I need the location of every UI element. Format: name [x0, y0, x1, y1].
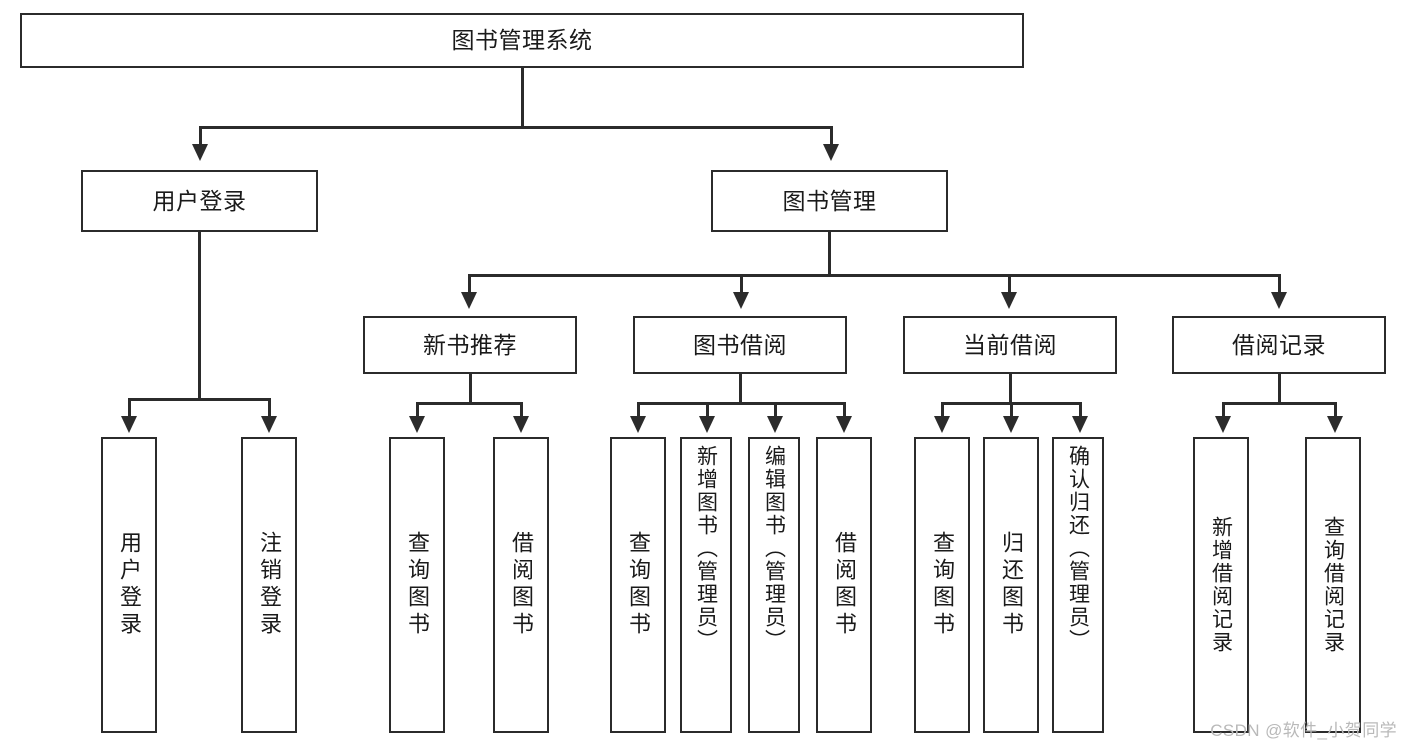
- leaf-user-login[interactable]: 用户登录: [101, 437, 157, 733]
- connector-br-drop-2: [1334, 402, 1337, 418]
- connector-bm-drop-1: [468, 274, 471, 294]
- leaf-edit-book[interactable]: 编辑图书（管理员）: [748, 437, 800, 733]
- connector-br-stem: [1278, 374, 1281, 404]
- node-label: 借阅记录: [1232, 331, 1326, 358]
- arrowhead-to-current-borrow: [1001, 292, 1017, 309]
- node-label: 编辑图书（管理员）: [762, 445, 786, 652]
- connector-bm-drop-4: [1278, 274, 1281, 294]
- arrowhead-to-leaf-edit-book: [767, 416, 783, 433]
- connector-br-drop-1: [1222, 402, 1225, 418]
- node-book-management[interactable]: 图书管理: [711, 170, 948, 232]
- csdn-watermark: CSDN @软件_小贺同学: [1210, 721, 1397, 740]
- leaf-confirm-return[interactable]: 确认归还（管理员）: [1052, 437, 1104, 733]
- arrowhead-to-leaf-query-book-3: [934, 416, 950, 433]
- node-book-borrow[interactable]: 图书借阅: [633, 316, 847, 374]
- connector-bb-drop-2: [706, 402, 709, 418]
- connector-root-right-drop: [830, 126, 833, 146]
- arrowhead-to-leaf-query-record: [1327, 416, 1343, 433]
- connector-root-bus: [199, 126, 832, 129]
- arrowhead-to-leaf-query-book-2: [630, 416, 646, 433]
- connector-nbr-stem: [469, 374, 472, 404]
- connector-book-management-bus: [468, 274, 1280, 277]
- connector-user-login-right-drop: [268, 398, 271, 418]
- leaf-return-book[interactable]: 归还图书: [983, 437, 1039, 733]
- connector-user-login-stem: [198, 232, 201, 400]
- connector-user-login-left-drop: [128, 398, 131, 418]
- node-label: 确认归还（管理员）: [1066, 445, 1090, 652]
- connector-nbr-drop-1: [416, 402, 419, 418]
- node-label: 查询图书: [930, 531, 955, 639]
- connector-bb-drop-3: [774, 402, 777, 418]
- connector-nbr-bus: [416, 402, 522, 405]
- connector-cb-drop-3: [1079, 402, 1082, 418]
- node-label: 查询借阅记录: [1321, 516, 1345, 654]
- arrowhead-to-borrow-record: [1271, 292, 1287, 309]
- node-label: 图书管理: [782, 187, 877, 214]
- leaf-add-record[interactable]: 新增借阅记录: [1193, 437, 1249, 733]
- node-root-system[interactable]: 图书管理系统: [20, 13, 1024, 68]
- node-borrow-record[interactable]: 借阅记录: [1172, 316, 1386, 374]
- node-current-borrow[interactable]: 当前借阅: [903, 316, 1117, 374]
- connector-user-login-bus: [128, 398, 270, 401]
- node-label: 图书借阅: [693, 331, 787, 358]
- connector-nbr-drop-2: [520, 402, 523, 418]
- leaf-borrow-book-2[interactable]: 借阅图书: [816, 437, 872, 733]
- arrowhead-to-leaf-logout: [261, 416, 277, 433]
- arrowhead-to-new-book-recommend: [461, 292, 477, 309]
- leaf-borrow-book-1[interactable]: 借阅图书: [493, 437, 549, 733]
- connector-root-stem: [521, 68, 524, 127]
- node-label: 新增图书（管理员）: [694, 445, 718, 652]
- connector-cb-drop-1: [941, 402, 944, 418]
- connector-br-bus: [1222, 402, 1336, 405]
- connector-cb-stem: [1009, 374, 1012, 404]
- node-label: 注销登录: [257, 531, 282, 639]
- node-label: 归还图书: [999, 531, 1024, 639]
- node-new-book-recommend[interactable]: 新书推荐: [363, 316, 577, 374]
- arrowhead-to-leaf-user-login: [121, 416, 137, 433]
- node-user-login[interactable]: 用户登录: [81, 170, 318, 232]
- node-label: 用户登录: [117, 531, 142, 639]
- arrowhead-to-user-login: [192, 144, 208, 161]
- arrowhead-to-leaf-confirm-return: [1072, 416, 1088, 433]
- node-label: 新书推荐: [423, 331, 517, 358]
- node-label: 借阅图书: [832, 531, 857, 639]
- arrowhead-to-leaf-add-book: [699, 416, 715, 433]
- arrowhead-to-leaf-borrow-book-1: [513, 416, 529, 433]
- connector-cb-drop-2: [1010, 402, 1013, 418]
- arrowhead-to-book-management: [823, 144, 839, 161]
- connector-bm-drop-3: [1008, 274, 1011, 294]
- connector-root-left-drop: [199, 126, 202, 146]
- leaf-add-book[interactable]: 新增图书（管理员）: [680, 437, 732, 733]
- arrowhead-to-leaf-add-record: [1215, 416, 1231, 433]
- leaf-logout[interactable]: 注销登录: [241, 437, 297, 733]
- node-label: 用户登录: [152, 187, 247, 214]
- node-label: 图书管理系统: [451, 27, 593, 54]
- node-label: 当前借阅: [963, 331, 1057, 358]
- node-label: 新增借阅记录: [1209, 516, 1233, 654]
- arrowhead-to-leaf-query-book-1: [409, 416, 425, 433]
- node-label: 查询图书: [405, 531, 430, 639]
- arrowhead-to-book-borrow: [733, 292, 749, 309]
- leaf-query-book-3[interactable]: 查询图书: [914, 437, 970, 733]
- node-label: 查询图书: [626, 531, 651, 639]
- connector-bb-bus: [637, 402, 845, 405]
- connector-bm-drop-2: [740, 274, 743, 294]
- arrowhead-to-leaf-return-book: [1003, 416, 1019, 433]
- leaf-query-book-1[interactable]: 查询图书: [389, 437, 445, 733]
- leaf-query-book-2[interactable]: 查询图书: [610, 437, 666, 733]
- node-label: 借阅图书: [509, 531, 534, 639]
- arrowhead-to-leaf-borrow-book-2: [836, 416, 852, 433]
- connector-bb-drop-4: [843, 402, 846, 418]
- connector-bb-stem: [739, 374, 742, 404]
- connector-book-management-stem: [828, 232, 831, 276]
- connector-bb-drop-1: [637, 402, 640, 418]
- leaf-query-record[interactable]: 查询借阅记录: [1305, 437, 1361, 733]
